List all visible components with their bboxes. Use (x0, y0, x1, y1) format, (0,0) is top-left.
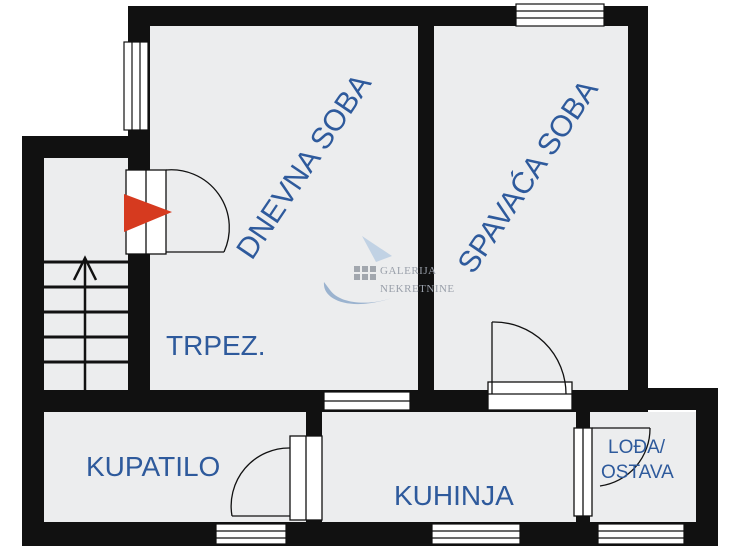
wall-right-upper (628, 6, 648, 406)
entry-marker-icon (124, 194, 172, 232)
window-top-right (515, 3, 605, 27)
watermark-grid-icon (354, 266, 376, 280)
watermark-line2: NEKRETNINE (380, 283, 455, 295)
window-loda-bottom (597, 523, 685, 545)
floor-kupatilo (44, 412, 306, 522)
window-kuhinja-bottom (431, 523, 521, 545)
label-kuhinja: KUHINJA (394, 480, 514, 511)
door-kupatilo (230, 435, 323, 521)
floor-areas (44, 26, 696, 522)
floor-loda (590, 412, 696, 522)
arrow-up-icon (72, 255, 98, 281)
floor-stairwell (44, 158, 134, 390)
windows (123, 3, 685, 545)
wall-right-ext-top (628, 388, 718, 410)
label-loda-line2: OSTAVA (601, 462, 674, 483)
floor-dnevna-soba (150, 26, 420, 392)
opening-kuhinja-top (323, 391, 411, 411)
door-spavaca-soba (487, 321, 573, 411)
label-kupatilo: KUPATILO (86, 451, 220, 482)
window-kupatilo-bottom (215, 523, 287, 545)
door-loda (573, 427, 651, 517)
label-loda-line1: LOĐA/ (608, 437, 666, 458)
watermark-logo-swoosh-icon (323, 282, 392, 305)
wall-middle (418, 6, 434, 406)
watermark-line1: GALERIJA (380, 265, 437, 277)
wall-outer-left (22, 136, 44, 546)
floor-kuhinja (322, 412, 576, 522)
wall-outer-right (696, 388, 718, 546)
window-left-dnevna (123, 41, 149, 131)
stairs (44, 255, 128, 390)
label-trpez: TRPEZ. (166, 330, 266, 361)
watermark-logo-chevron-icon (362, 236, 392, 262)
floor-spavaca-soba (434, 26, 630, 392)
watermark: GALERIJA NEKRETNINE (323, 236, 455, 305)
wall-stair-top (22, 136, 150, 158)
